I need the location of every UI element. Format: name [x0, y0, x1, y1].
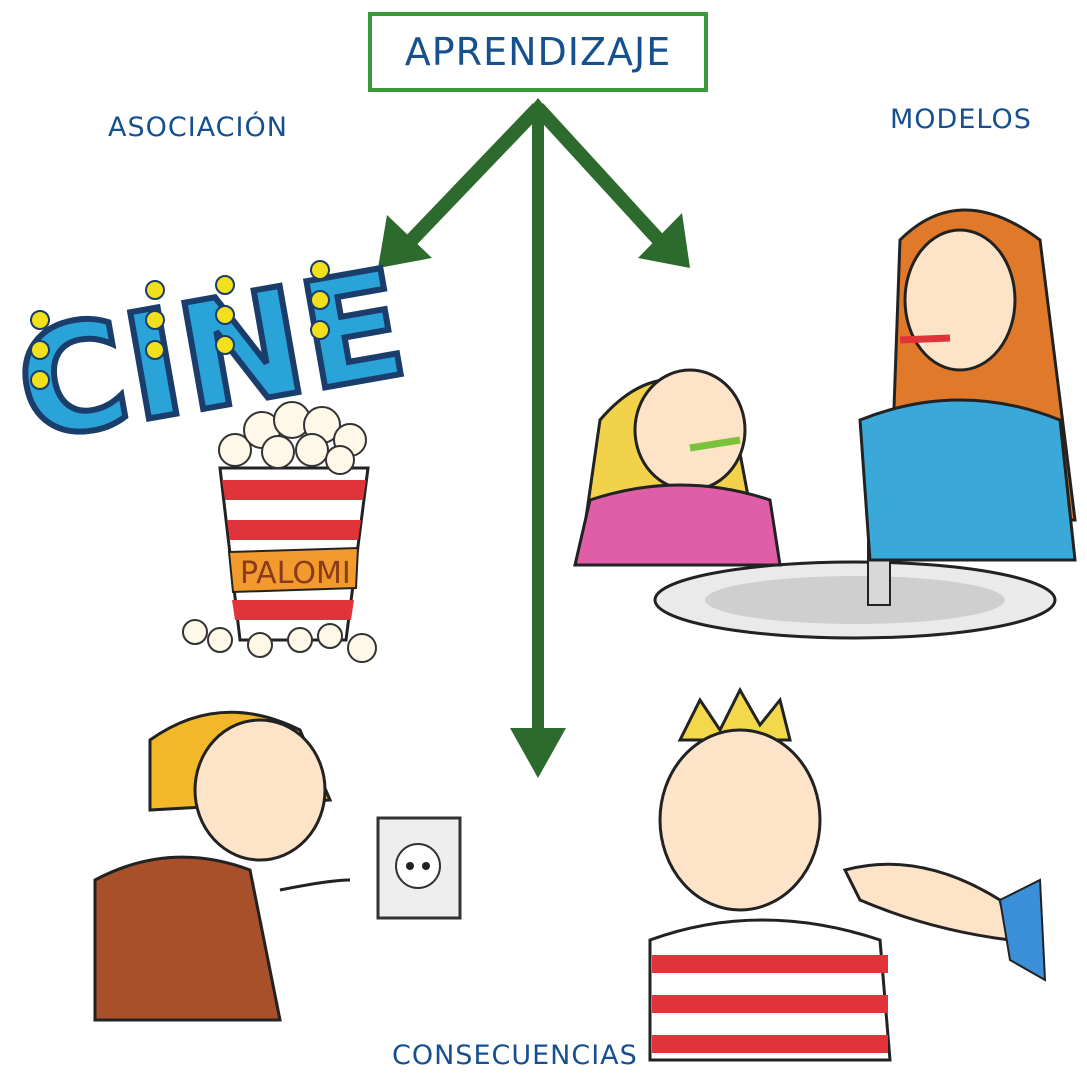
- arrow-shaft-left: [396, 103, 544, 255]
- popcorn-label: PALOMI: [240, 556, 351, 591]
- modelos-illustration: [573, 208, 1077, 640]
- boy-socket-illustration: [93, 710, 462, 1022]
- arrow-shaft-right: [532, 103, 674, 255]
- title-box: APRENDIZAJE: [368, 12, 708, 92]
- arrow-head-left: [378, 215, 432, 268]
- arrow-head-bottom: [510, 728, 566, 778]
- arrows: [378, 98, 690, 778]
- branch-label-modelos: MODELOS: [890, 104, 1032, 135]
- page-title: APRENDIZAJE: [404, 30, 672, 74]
- arrow-head-right: [638, 213, 690, 268]
- arrow-top-cap: [522, 98, 554, 118]
- branch-label-consecuencias: CONSECUENCIAS: [392, 1040, 638, 1071]
- branch-label-asociacion: ASOCIACIÓN: [108, 112, 288, 143]
- boy-praise-illustration: [648, 686, 1047, 1062]
- popcorn-illustration: PALOMI: [182, 401, 377, 663]
